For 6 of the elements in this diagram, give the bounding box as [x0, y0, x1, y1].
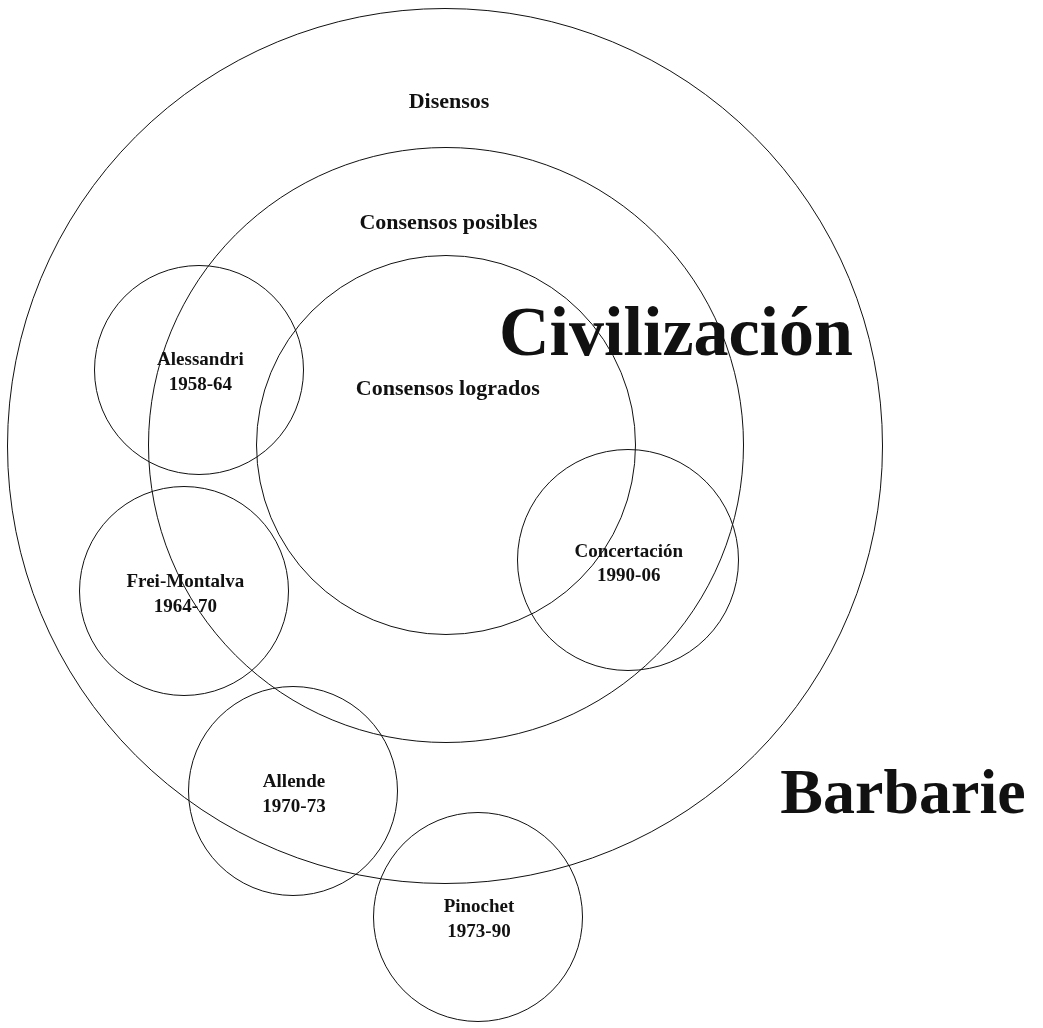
region-label: Barbarie: [780, 755, 1026, 829]
circle-label: Allende 1970-73: [261, 769, 327, 818]
circle-label: Consensos logrados: [354, 373, 541, 402]
circle-label: Pinochet 1973-90: [442, 894, 516, 943]
circle-label: Disensos: [407, 86, 491, 115]
circle-label: Consensos posibles: [358, 208, 539, 237]
